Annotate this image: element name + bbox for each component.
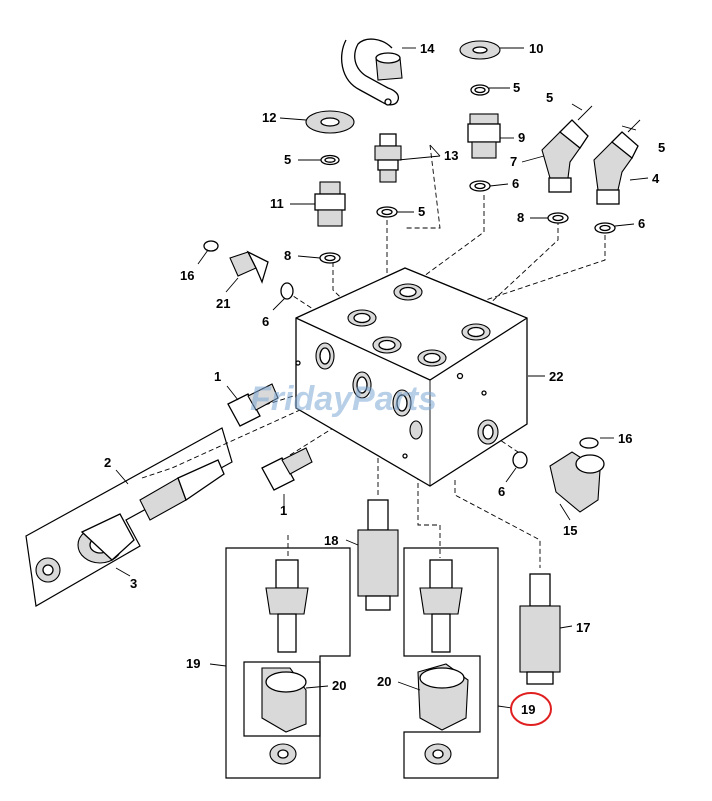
cartridge-valve-18: [357, 499, 399, 611]
callout-19-left: 19: [186, 656, 200, 671]
plug-1-lower: [261, 447, 313, 491]
o-ring-5-left: [320, 154, 340, 166]
callout-16-right: 16: [618, 431, 632, 446]
o-ring-6-left: [280, 282, 294, 300]
solenoid-kit-19-left-frame: [225, 547, 351, 779]
solenoid-kit-19-right-frame: [403, 547, 499, 779]
callout-3: 3: [130, 576, 137, 591]
test-point-fitting-13: [374, 133, 402, 183]
nut-right: [424, 743, 452, 765]
leader-lines: [115, 47, 649, 709]
highlight-circle: [510, 692, 552, 726]
callout-6-right: 6: [638, 216, 645, 231]
seal-16-left: [203, 240, 219, 252]
callout-14: 14: [420, 41, 435, 56]
coil-20-left: [261, 667, 307, 733]
callout-20-left: 20: [332, 678, 346, 693]
callout-1-lower: 1: [280, 503, 287, 518]
callout-10: 10: [529, 41, 543, 56]
callout-13: 13: [444, 148, 458, 163]
callout-15: 15: [563, 523, 577, 538]
callout-16-left: 16: [180, 268, 194, 283]
elbow-fitting-4: [593, 119, 641, 205]
callout-18: 18: [324, 533, 338, 548]
cartridge-valve-17: [519, 573, 561, 685]
callout-2: 2: [104, 455, 111, 470]
callout-4: 4: [652, 171, 660, 186]
plug-1-upper: [227, 383, 279, 427]
o-ring-5-top: [470, 84, 490, 96]
nut-3: [35, 557, 61, 583]
manifold-block: [295, 267, 528, 487]
callout-labels: 14 10 5 5 5 5 5 12 13 9 7 4 11 6 6 6 6 8…: [104, 41, 665, 717]
dust-cap-with-strap: [340, 38, 403, 106]
callout-22: 22: [549, 369, 563, 384]
callout-11: 11: [270, 196, 284, 211]
o-ring-8-left: [319, 252, 341, 264]
callout-9: 9: [518, 130, 525, 145]
watermark-text: FridayParts: [250, 380, 437, 418]
callout-6-left: 6: [262, 314, 269, 329]
callout-12: 12: [262, 110, 276, 125]
washer-12: [305, 110, 355, 134]
elbow-fitting-15: [549, 451, 605, 513]
callout-5-mid: 5: [418, 204, 425, 219]
callout-6-lower: 6: [498, 484, 505, 499]
coil-3: [77, 513, 135, 564]
fitting-9: [467, 113, 501, 159]
callout-8-left: 8: [284, 248, 291, 263]
callout-1-upper: 1: [214, 369, 221, 384]
o-ring-6-lower: [512, 451, 528, 469]
nut-left: [269, 743, 297, 765]
valve-kit-2-frame: [25, 427, 233, 607]
callout-5-elbow-7: 5: [546, 90, 553, 105]
callout-5-elbow-4: 5: [658, 140, 665, 155]
callout-8-right: 8: [517, 210, 524, 225]
o-ring-6-right: [594, 222, 616, 234]
fitting-21: [229, 250, 269, 284]
coil-20-right: [417, 663, 469, 731]
solenoid-valve-19-left: [265, 559, 309, 653]
callout-20-right: 20: [377, 674, 391, 689]
o-ring-8-right: [547, 212, 569, 224]
seal-16-right: [579, 437, 599, 449]
callout-17: 17: [576, 620, 590, 635]
callout-19-highlighted: 19: [521, 702, 535, 717]
callout-6-upper: 6: [512, 176, 519, 191]
callout-5-top: 5: [513, 80, 520, 95]
o-ring-5-mid: [376, 206, 398, 218]
washer-10: [459, 40, 501, 60]
callout-5-left: 5: [284, 152, 291, 167]
elbow-fitting-7: [541, 103, 593, 193]
valve-cartridge-2: [139, 459, 225, 521]
callout-7: 7: [510, 154, 517, 169]
fitting-11: [314, 181, 346, 227]
o-ring-6-upper: [469, 180, 491, 192]
solenoid-valve-19-right: [419, 559, 463, 653]
callout-21: 21: [216, 296, 230, 311]
